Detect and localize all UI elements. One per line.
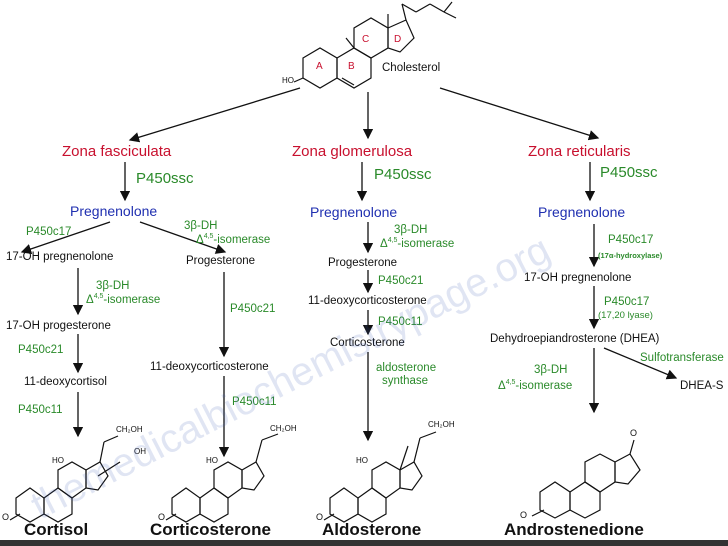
pregnenolone-reticularis: Pregnenolone: [538, 204, 626, 220]
enzyme-sulfotransferase: Sulfotransferase: [640, 352, 724, 364]
dhea: Dehydroepiandrosterone (DHEA): [490, 333, 660, 345]
ring-a-label: A: [316, 61, 323, 72]
zone-reticularis: Zona reticularis: [528, 143, 631, 160]
enzyme-p450c17-ret-1: P450c17: [608, 234, 654, 246]
enzyme-aldo-synthase-1: aldosterone: [376, 362, 437, 374]
cholesterol-structure: [293, 1, 457, 89]
pregnenolone-fasciculata: Pregnenolone: [70, 203, 158, 219]
cholesterol-label: Cholesterol: [382, 62, 441, 74]
androstenedione-o-top: O: [630, 428, 638, 438]
enzyme-p450c21-left: P450c21: [18, 344, 64, 356]
deoxycorticosterone-glom: 11-deoxycorticosterone: [308, 295, 427, 307]
androstenedione-o: O: [520, 510, 528, 520]
enzyme-3bdh-left: 3β-DH: [96, 280, 130, 292]
enzyme-p450c11-left: P450c11: [18, 404, 63, 416]
cholesterol-ho-label: HO: [282, 76, 294, 85]
cortisol-ho: HO: [52, 456, 64, 465]
enzyme-3bdh-fasc: 3β-DH: [184, 220, 218, 232]
oh-pregnenolone-ret: 17-OH pregnenolone: [524, 272, 632, 284]
aldosterone-ch2oh: CH₂OH: [428, 420, 455, 429]
enzyme-p450c21-cort: P450c21: [230, 303, 276, 315]
corticosterone-ch2oh: CH₂OH: [270, 424, 297, 433]
ring-b-label: B: [348, 61, 355, 72]
progesterone-glom: Progesterone: [328, 257, 398, 269]
corticosterone-glom: Corticosterone: [330, 337, 405, 349]
oh-pregnenolone-left: 17-OH pregnenolone: [6, 251, 114, 263]
corticosterone-o: O: [158, 512, 166, 522]
enzyme-p450scc-glomerulosa: P450ssc: [374, 166, 432, 183]
corticosterone-structure: [165, 433, 279, 523]
enzyme-lyase: (17,20 lyase): [598, 310, 653, 321]
enzyme-3bdh-glom: 3β-DH: [394, 224, 428, 236]
aldosterone-structure: [323, 431, 437, 523]
progesterone-fasc: Progesterone: [186, 255, 256, 267]
enzyme-isomerase-fasc: Δ4,5-isomerase: [196, 233, 271, 246]
pregnenolone-glomerulosa: Pregnenolone: [310, 204, 398, 220]
deoxycorticosterone-cort: 11-deoxycorticosterone: [150, 361, 269, 373]
cortisol-oh: OH: [134, 447, 146, 456]
enzyme-isomerase-ret: Δ4,5-isomerase: [498, 379, 573, 392]
zone-fasciculata: Zona fasciculata: [62, 143, 172, 160]
product-aldosterone: Aldosterone: [322, 520, 422, 539]
enzyme-p450c17-left: P450c17: [26, 226, 72, 238]
enzyme-p450c11-glom-label: P450c11: [378, 316, 423, 328]
arrow-to-fasciculata: [128, 87, 301, 143]
arrow-to-reticularis: [439, 87, 600, 141]
enzyme-aldo-synthase-2: synthase: [382, 375, 429, 387]
aldosterone-ho: HO: [356, 456, 368, 465]
enzyme-p450c11-cort: P450c11: [232, 396, 277, 408]
enzyme-3bdh-ret: 3β-DH: [534, 364, 568, 376]
bottom-bar: [0, 540, 728, 546]
enzyme-p450c21-glom: P450c21: [378, 275, 424, 287]
enzyme-isomerase-glom: Δ4,5-isomerase: [380, 237, 455, 250]
enzyme-p450scc-fasciculata: P450ssc: [136, 170, 194, 187]
deoxycortisol: 11-deoxycortisol: [24, 376, 107, 388]
enzyme-hydroxylase: (17α-hydroxylase): [598, 251, 663, 260]
product-corticosterone: Corticosterone: [150, 520, 271, 539]
cortisol-structure: [9, 435, 121, 523]
androstenedione-structure: [531, 439, 641, 519]
cortisol-o: O: [2, 512, 10, 522]
enzyme-p450c17-ret-2: P450c17: [604, 296, 650, 308]
dhea-s: DHEA-S: [680, 380, 724, 392]
zone-glomerulosa: Zona glomerulosa: [292, 143, 413, 160]
product-cortisol: Cortisol: [24, 520, 89, 539]
cortisol-ch2oh: CH₂OH: [116, 425, 143, 434]
ring-c-label: C: [362, 34, 370, 45]
enzyme-p450scc-reticularis: P450ssc: [600, 164, 658, 181]
ring-d-label: D: [394, 34, 402, 45]
corticosterone-ho: HO: [206, 456, 218, 465]
product-androstenedione: Androstenedione: [504, 520, 644, 539]
oh-progesterone: 17-OH progesterone: [6, 320, 111, 332]
aldosterone-o: O: [316, 512, 324, 522]
enzyme-isomerase-left: Δ4,5-isomerase: [86, 293, 161, 306]
